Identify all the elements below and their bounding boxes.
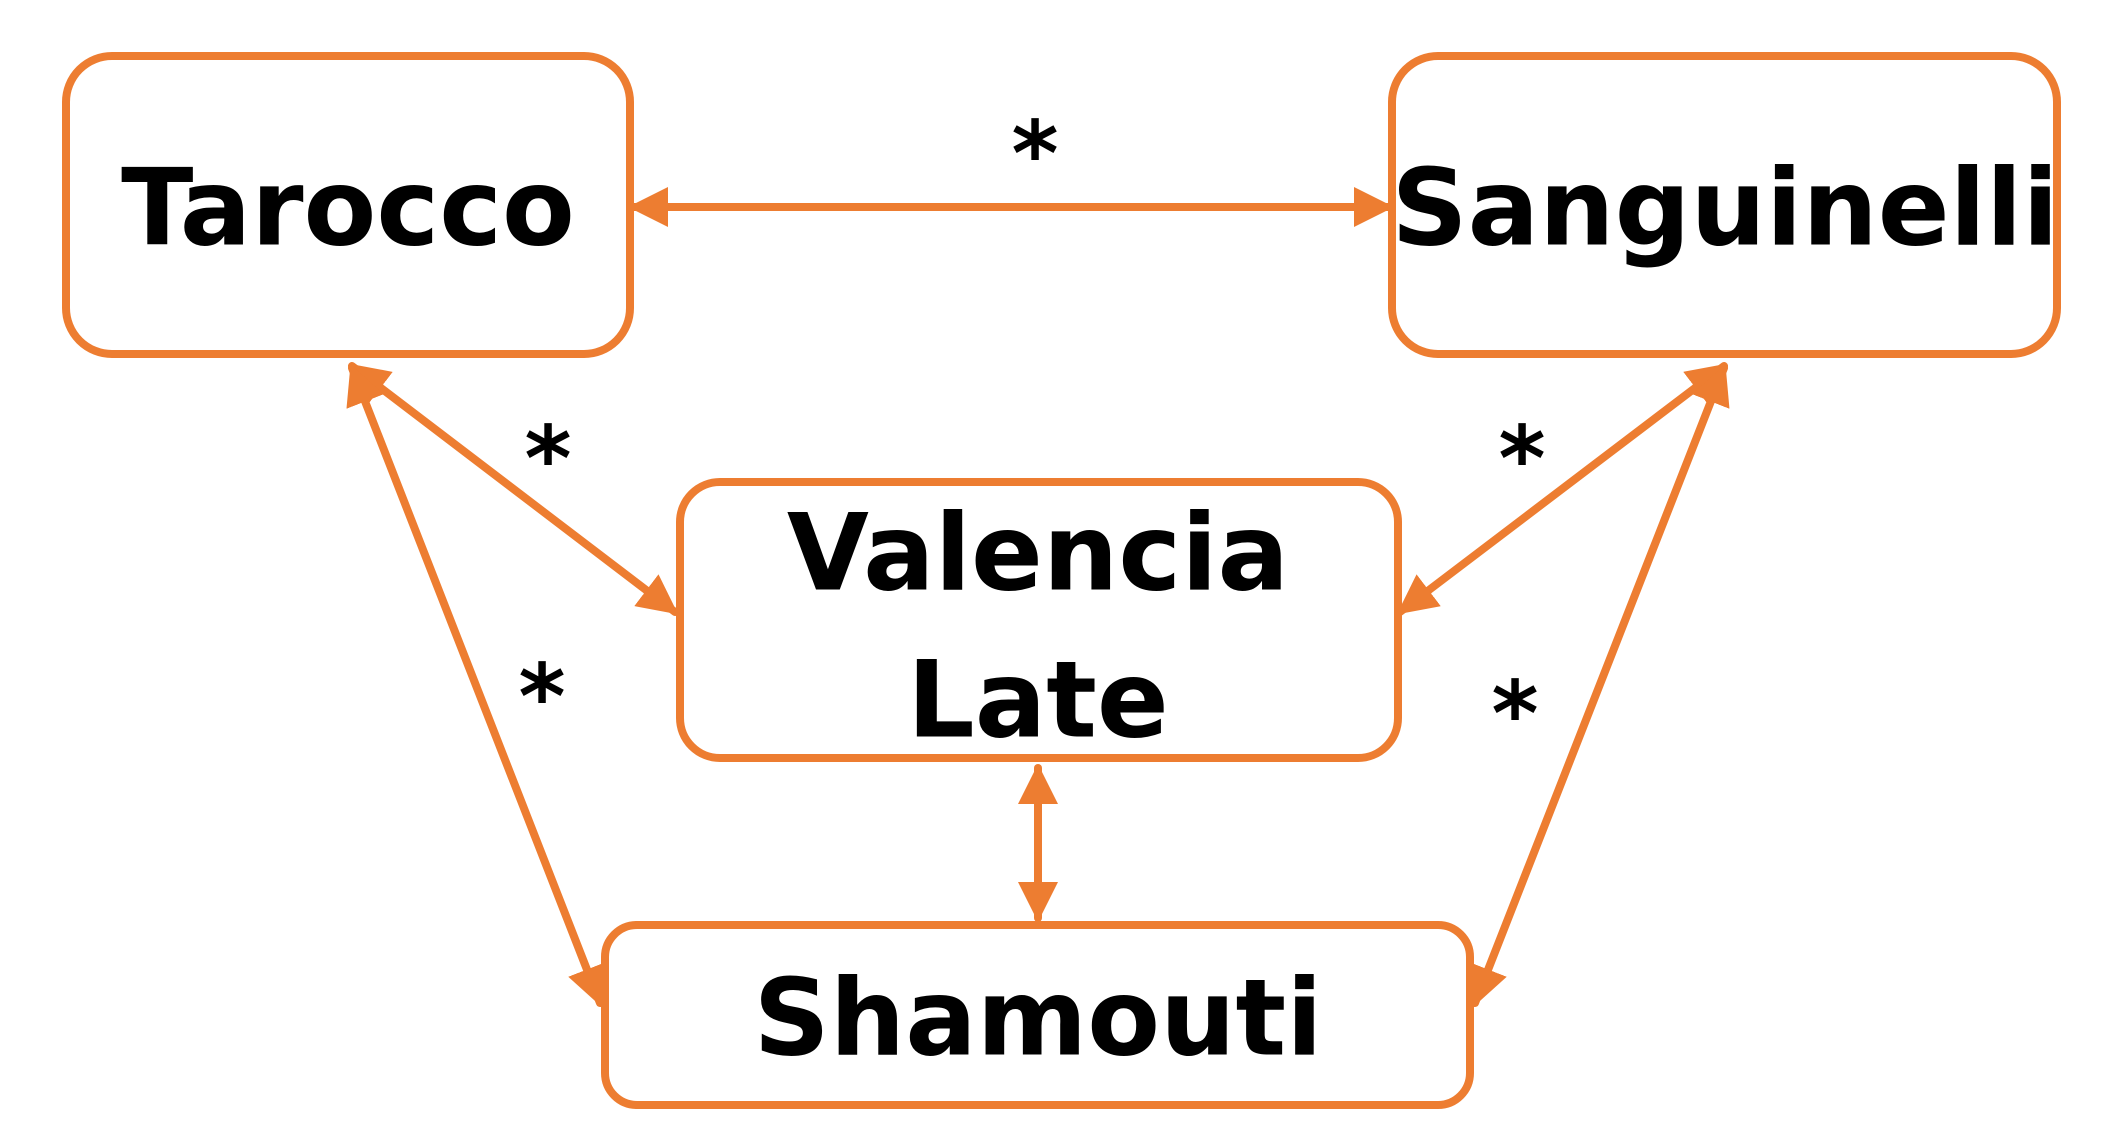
- asterisk-tarocco-sanguinelli: *: [1011, 102, 1058, 207]
- asterisk-sanguinelli-valencia: *: [1498, 407, 1545, 512]
- node-label-late: Late: [907, 639, 1169, 762]
- node-sanguinelli: Sanguinelli: [1388, 52, 2061, 358]
- node-valencia-late: Valencia Late: [676, 478, 1402, 762]
- edge-tarocco-shamouti: [346, 364, 606, 1007]
- node-label-tarocco: Tarocco: [121, 147, 575, 270]
- asterisk-tarocco-shamouti: *: [518, 645, 565, 750]
- node-label-valencia: Valencia: [787, 492, 1289, 615]
- asterisk-sanguinelli-shamouti: *: [1491, 662, 1538, 767]
- asterisk-tarocco-valencia: *: [524, 407, 571, 512]
- node-tarocco: Tarocco: [62, 52, 634, 358]
- node-label-sanguinelli: Sanguinelli: [1391, 147, 2058, 270]
- node-label-shamouti: Shamouti: [753, 957, 1322, 1080]
- edge-sanguinelli-shamouti: [1469, 364, 1730, 1007]
- node-shamouti: Shamouti: [601, 921, 1474, 1109]
